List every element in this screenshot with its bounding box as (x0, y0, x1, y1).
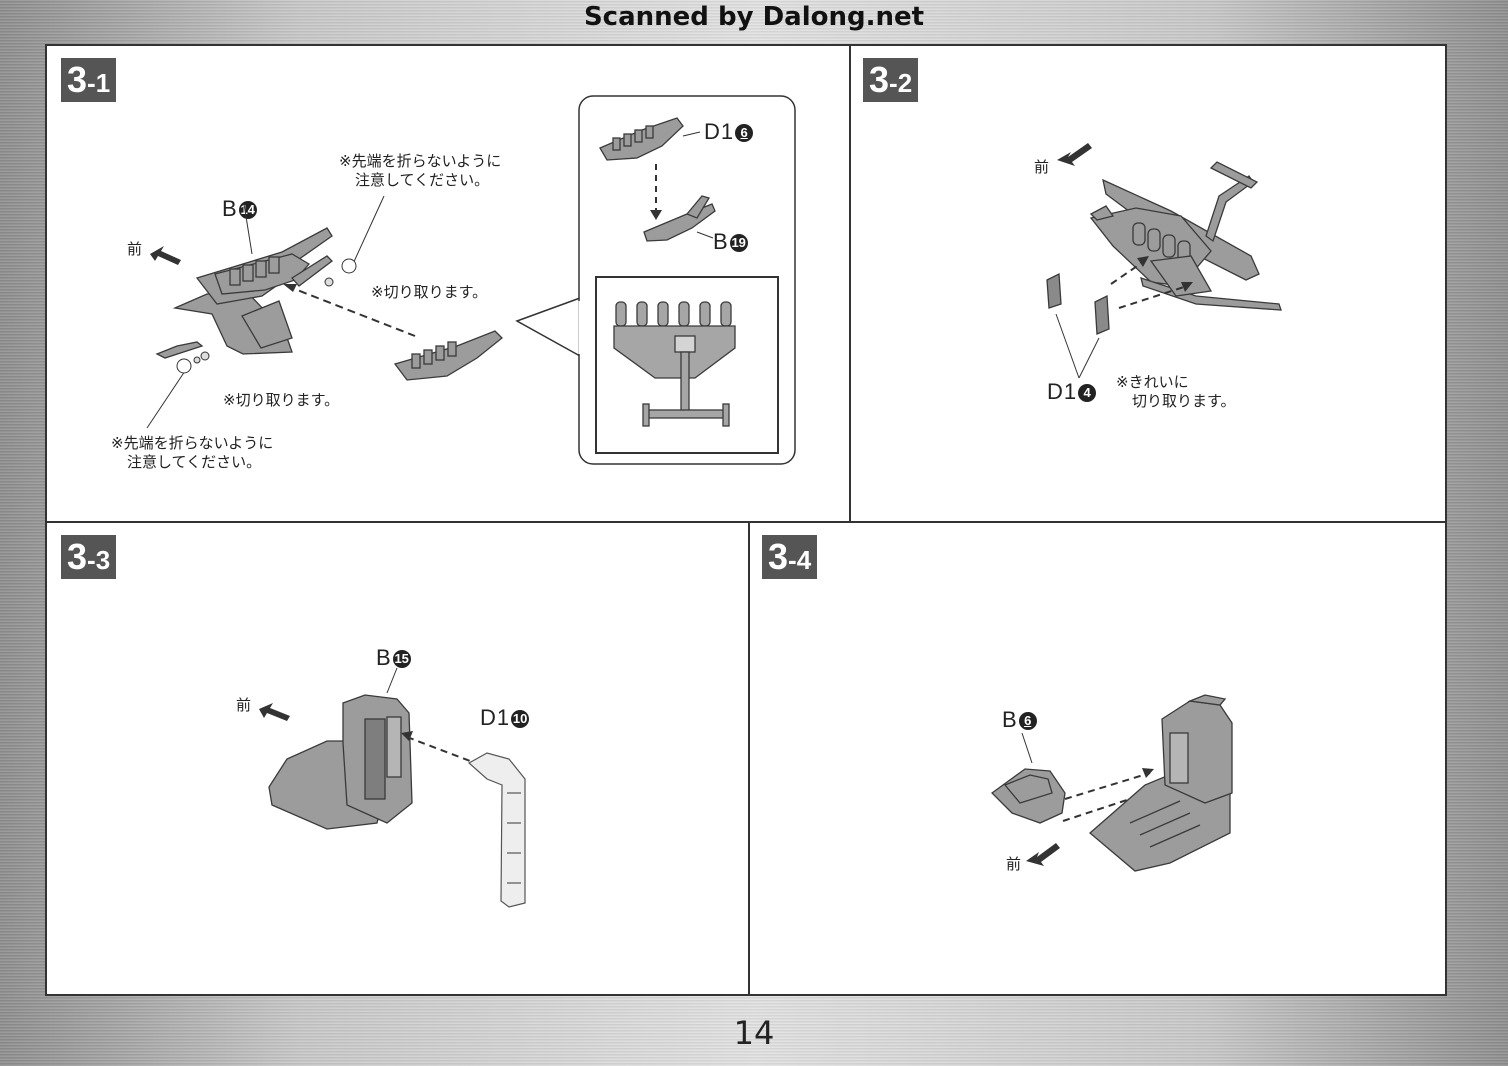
step-number: 3 (768, 536, 789, 577)
step-3-1-badge: 3-1 (61, 58, 117, 102)
front-label: 前 (127, 240, 143, 258)
step-number: 3 (869, 59, 890, 100)
cut-note-bottom: ※切り取ります。 (223, 391, 340, 409)
divider-vertical-top (849, 46, 851, 522)
step-3-2-illustration (1046, 143, 1282, 379)
cut-note-top: ※切り取ります。 (371, 283, 488, 301)
caution-note-bottom: ※先端を折らないように 注意してください。 (111, 434, 274, 471)
front-arrow-icon (1026, 843, 1060, 866)
comb-part-d16 (393, 330, 503, 381)
callout-comb-d16 (599, 117, 684, 161)
divider-horizontal (47, 521, 1447, 523)
wing-assembly (1089, 161, 1282, 311)
scan-credit: Scanned by Dalong.net (583, 2, 925, 32)
clean-cut-note: ※きれいに 切り取ります。 (1116, 373, 1236, 410)
step-number: 3 (67, 59, 88, 100)
seat-base-b15 (268, 694, 413, 830)
step-3-3-badge: 3-3 (61, 535, 117, 579)
front-label: 前 (1006, 855, 1022, 873)
step-3-3-illustration (259, 667, 526, 908)
insert-arrow-icon (283, 284, 297, 292)
tip-callout-circle (341, 258, 357, 274)
front-label: 前 (236, 696, 252, 714)
callout-mount-b19 (643, 195, 716, 242)
divider-vertical-bottom (748, 522, 750, 996)
caution-note-top: ※先端を折らないように 注意してください。 (339, 152, 502, 189)
cockpit-frame (1089, 694, 1233, 872)
step-3-4-illustration (991, 694, 1233, 872)
tip-callout-circle (176, 358, 192, 374)
step-3-4-badge: 3-4 (762, 535, 818, 579)
cut-nub-icon (193, 277, 334, 364)
comb-top-view (613, 301, 736, 427)
step-sub-number: -3 (87, 545, 111, 575)
wing-assembly-b14 (155, 227, 333, 359)
step-sub-number: -4 (788, 545, 812, 575)
part-d14-pieces (1046, 272, 1110, 335)
seat-part-b6 (991, 768, 1066, 824)
step-3-1-illustration (146, 95, 796, 465)
step-3-2-badge: 3-2 (863, 58, 919, 102)
front-arrow-icon (259, 703, 290, 721)
page-number: 14 (733, 1014, 775, 1052)
front-arrow-icon (150, 246, 181, 265)
front-label: 前 (1034, 158, 1050, 176)
step-sub-number: -2 (889, 68, 913, 98)
clear-part-d110 (467, 752, 526, 908)
step-sub-number: -1 (87, 68, 111, 98)
front-arrow-icon (1057, 143, 1092, 166)
step-number: 3 (67, 536, 88, 577)
